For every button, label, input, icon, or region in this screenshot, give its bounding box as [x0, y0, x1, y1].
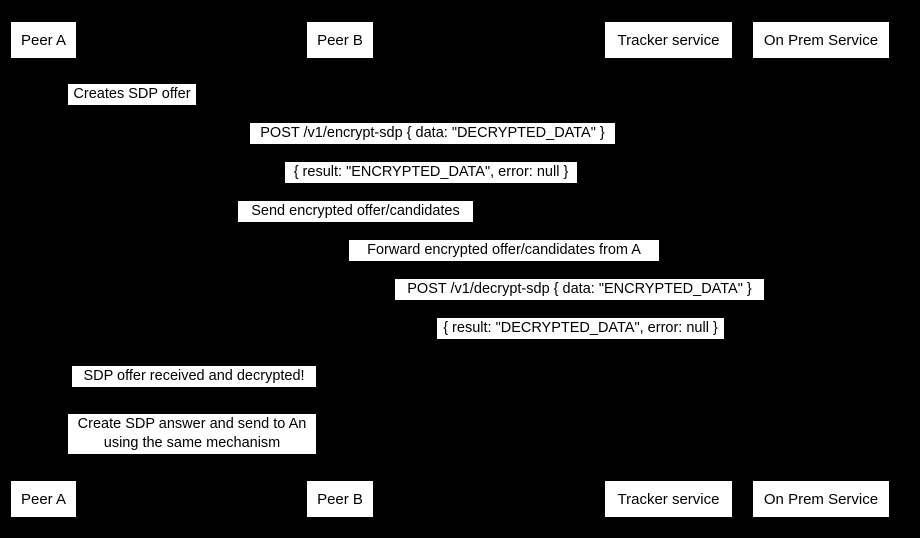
arrow-post-encrypt-sdp	[43, 144, 821, 145]
message-sdp-offer-received[interactable]: SDP offer received and decrypted!	[72, 366, 316, 387]
lifeline-on-prem-service	[821, 58, 822, 480]
message-decrypt-sdp-result[interactable]: { result: "DECRYPTED_DATA", error: null …	[437, 318, 724, 339]
message-line: SDP offer received and decrypted!	[83, 368, 305, 384]
arrow-forward-encrypted-offer	[340, 261, 669, 262]
lifeline-peer-a	[43, 58, 45, 480]
participant-label: Peer B	[317, 490, 363, 508]
footer-participant-tracker-service[interactable]: Tracker service	[605, 481, 732, 517]
participant-label: Tracker service	[617, 31, 720, 49]
message-post-decrypt-sdp[interactable]: POST /v1/decrypt-sdp { data: "ENCRYPTED_…	[395, 279, 764, 300]
lifeline-peer-b	[340, 58, 341, 480]
message-line: POST /v1/decrypt-sdp { data: "ENCRYPTED_…	[407, 281, 752, 297]
message-line: Create SDP answer and send to An	[77, 416, 307, 432]
message-forward-encrypted-offer[interactable]: Forward encrypted offer/candidates from …	[349, 240, 659, 261]
arrow-encrypt-sdp-result	[43, 183, 821, 184]
header-participant-tracker-service[interactable]: Tracker service	[605, 22, 732, 58]
lifeline-tracker-service	[668, 58, 670, 480]
footer-participant-on-prem-service[interactable]: On Prem Service	[753, 481, 889, 517]
header-participant-on-prem-service[interactable]: On Prem Service	[753, 22, 889, 58]
message-line: using the same mechanism	[103, 435, 281, 451]
arrow-decrypt-sdp-result	[340, 339, 821, 340]
footer-participant-peer-a[interactable]: Peer A	[11, 481, 76, 517]
message-creates-sdp-offer[interactable]: Creates SDP offer	[68, 84, 196, 105]
participant-label: Peer A	[20, 31, 67, 49]
message-line: { result: "DECRYPTED_DATA", error: null …	[443, 320, 718, 336]
message-encrypt-sdp-result[interactable]: { result: "ENCRYPTED_DATA", error: null …	[285, 162, 577, 183]
participant-label: On Prem Service	[763, 31, 879, 49]
participant-label: On Prem Service	[763, 490, 879, 508]
message-send-encrypted-offer[interactable]: Send encrypted offer/candidates	[238, 201, 473, 222]
arrow-post-decrypt-sdp	[340, 300, 821, 301]
message-line: Forward encrypted offer/candidates from …	[367, 242, 641, 258]
message-line: Creates SDP offer	[73, 86, 191, 102]
arrow-sdp-offer-received	[43, 387, 340, 388]
header-participant-peer-a[interactable]: Peer A	[11, 22, 76, 58]
message-create-sdp-answer[interactable]: Create SDP answer and send to An using th…	[68, 414, 316, 454]
message-line: Send encrypted offer/candidates	[251, 203, 460, 219]
message-post-encrypt-sdp[interactable]: POST /v1/encrypt-sdp { data: "DECRYPTED_…	[250, 123, 615, 144]
participant-label: Peer A	[20, 490, 67, 508]
message-line: { result: "ENCRYPTED_DATA", error: null …	[293, 164, 569, 180]
arrow-send-encrypted-offer	[43, 222, 669, 223]
message-line: POST /v1/encrypt-sdp { data: "DECRYPTED_…	[260, 125, 605, 141]
participant-label: Tracker service	[617, 490, 720, 508]
participant-label: Peer B	[317, 31, 363, 49]
footer-participant-peer-b[interactable]: Peer B	[307, 481, 373, 517]
header-participant-peer-b[interactable]: Peer B	[307, 22, 373, 58]
